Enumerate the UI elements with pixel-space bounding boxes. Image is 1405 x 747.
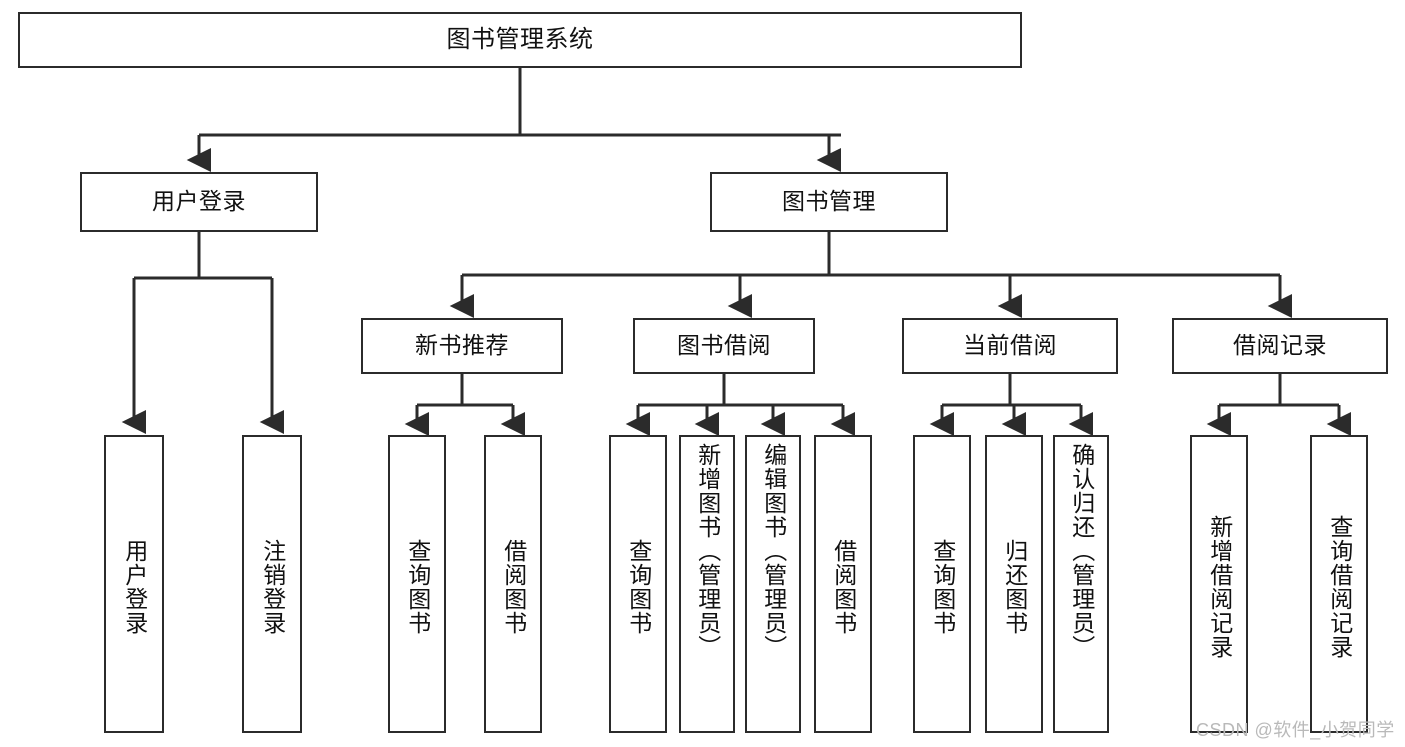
node-leaf-return-book-label: 归还图书 [1001, 539, 1028, 635]
node-new-book-recommend: 新书推荐 [361, 318, 563, 374]
node-leaf-user-logout: 注销登录 [242, 435, 302, 733]
node-leaf-query-book-new: 查询图书 [388, 435, 446, 733]
node-leaf-query-book-current: 查询图书 [913, 435, 971, 733]
node-leaf-query-book-borrow-label: 查询图书 [625, 539, 652, 635]
node-leaf-add-book: 新增图书（管理员） [679, 435, 735, 733]
node-leaf-add-borrow-record-label: 新增借阅记录 [1206, 515, 1233, 659]
node-leaf-edit-book: 编辑图书（管理员） [745, 435, 801, 733]
node-borrow-record: 借阅记录 [1172, 318, 1388, 374]
node-leaf-borrow-book-new-label: 借阅图书 [500, 539, 527, 635]
node-book-management: 图书管理 [710, 172, 948, 232]
csdn-watermark: CSDN @软件_小贺同学 [1196, 720, 1395, 740]
node-borrow-record-label: 借阅记录 [1233, 332, 1327, 359]
node-user-login-label: 用户登录 [152, 188, 246, 215]
node-leaf-user-login: 用户登录 [104, 435, 164, 733]
node-leaf-query-book-borrow: 查询图书 [609, 435, 667, 733]
node-leaf-borrow-book-label: 借阅图书 [830, 539, 857, 635]
node-leaf-confirm-return-label: 确认归还（管理员） [1068, 443, 1095, 659]
node-root-label: 图书管理系统 [446, 25, 594, 53]
node-leaf-user-logout-label: 注销登录 [259, 539, 286, 635]
node-leaf-return-book: 归还图书 [985, 435, 1043, 733]
node-leaf-query-book-current-label: 查询图书 [929, 539, 956, 635]
node-current-borrow: 当前借阅 [902, 318, 1118, 374]
node-book-borrow-label: 图书借阅 [677, 332, 771, 359]
node-leaf-query-borrow-record-label: 查询借阅记录 [1326, 515, 1353, 659]
node-user-login: 用户登录 [80, 172, 318, 232]
node-leaf-edit-book-label: 编辑图书（管理员） [760, 443, 787, 659]
node-leaf-user-login-label: 用户登录 [121, 539, 148, 635]
node-new-book-recommend-label: 新书推荐 [415, 332, 509, 359]
node-leaf-add-book-label: 新增图书（管理员） [694, 443, 721, 659]
node-leaf-borrow-book: 借阅图书 [814, 435, 872, 733]
node-leaf-add-borrow-record: 新增借阅记录 [1190, 435, 1248, 733]
node-leaf-query-book-new-label: 查询图书 [404, 539, 431, 635]
node-current-borrow-label: 当前借阅 [963, 332, 1057, 359]
node-root-system: 图书管理系统 [18, 12, 1022, 68]
node-leaf-borrow-book-new: 借阅图书 [484, 435, 542, 733]
node-book-borrow: 图书借阅 [633, 318, 815, 374]
node-book-management-label: 图书管理 [782, 188, 876, 215]
node-leaf-confirm-return: 确认归还（管理员） [1053, 435, 1109, 733]
node-leaf-query-borrow-record: 查询借阅记录 [1310, 435, 1368, 733]
